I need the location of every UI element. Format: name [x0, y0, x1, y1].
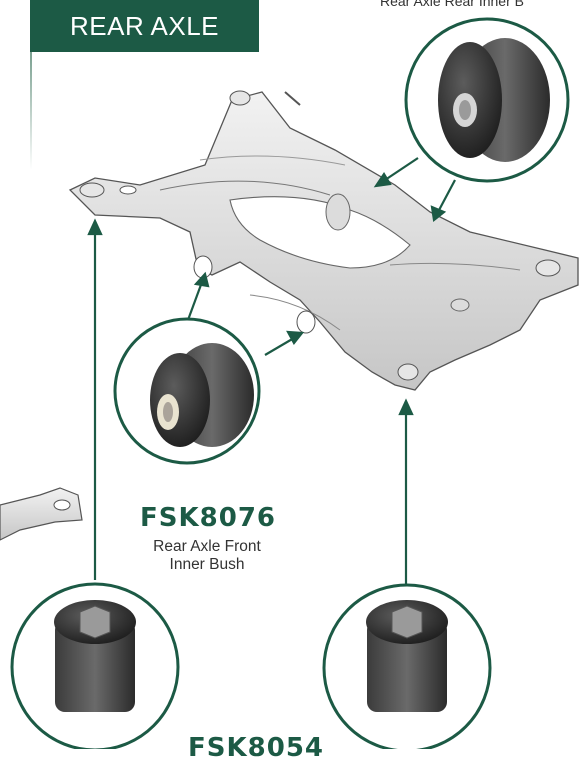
- bottom-right-bush-image: [322, 583, 492, 749]
- top-bush-caption: Rear Axle Rear Inner B: [380, 0, 524, 9]
- section-title: REAR AXLE: [30, 0, 259, 52]
- front-bush-desc-line2: Inner Bush: [169, 556, 245, 573]
- bottom-part-code: FSK8054: [188, 733, 324, 763]
- front-inner-bush-image: [113, 317, 261, 465]
- partial-arm-part: [0, 487, 83, 541]
- front-bush-part-code: FSK8076: [140, 503, 276, 533]
- front-bush-description: Rear Axle Front Inner Bush: [122, 538, 292, 574]
- bottom-left-bush-image: [10, 582, 180, 749]
- rear-inner-bush-image: [404, 17, 570, 183]
- front-bush-desc-line1: Rear Axle Front: [153, 538, 261, 555]
- leader-lines: [87, 157, 456, 585]
- title-guide-line: [30, 52, 32, 170]
- rear-subframe: [68, 90, 579, 391]
